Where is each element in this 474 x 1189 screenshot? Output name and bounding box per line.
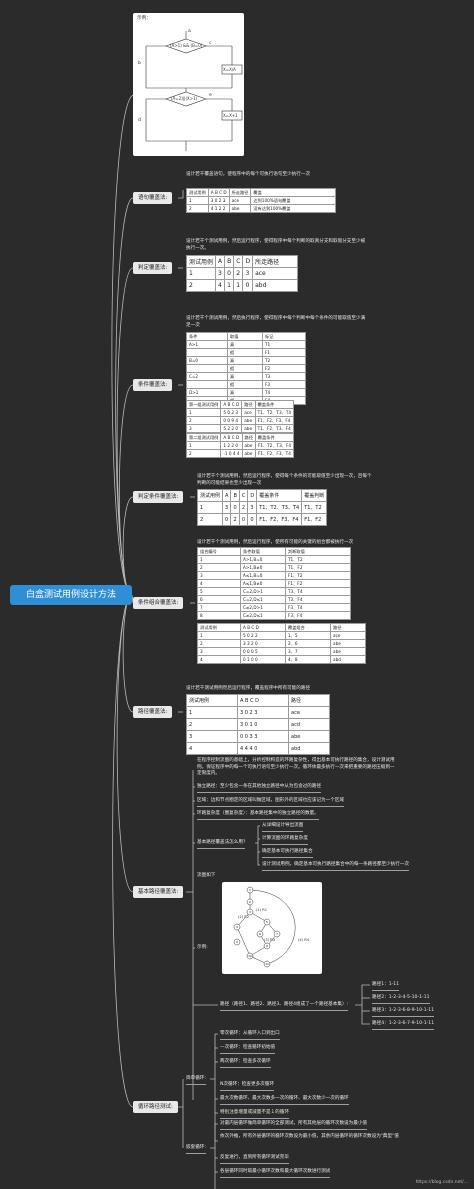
- basis-step-2: 计算流图的环路复杂度: [262, 836, 308, 845]
- example-flowchart-card: 示例： a (A>1) && (B=0) c b X=X/A (A=2)||(: [133, 13, 244, 156]
- watermark: https://blog.csdn.net/...: [415, 1180, 468, 1185]
- graph-node-label: 9: [236, 940, 238, 944]
- example-flowchart: [145, 31, 243, 151]
- flow-label-b: b: [138, 61, 141, 66]
- graph-node-label: 2: [249, 900, 251, 904]
- loop-simple-5: 特别注意增量或减量不是１的循环: [220, 1110, 289, 1119]
- branch-decision-condition-coverage[interactable]: 判定条件覆盖法:: [133, 491, 184, 503]
- example-label: 示例：: [137, 16, 151, 21]
- loop-simple-1: 一次循环：检查循环初始值: [220, 1045, 276, 1054]
- loop-nested-2: 反复进行，直到所有循环测试完毕: [220, 1155, 289, 1164]
- decision-condition-desc: 设计若干个测试用例，然后运行程序，使得每个条件的可能取值至少出现一次，且每个判断…: [197, 474, 372, 486]
- graph-node-label: 10: [248, 954, 252, 958]
- flow-act-1: X=X/A: [223, 67, 236, 72]
- flow-label-c: c: [209, 41, 212, 46]
- basis-item-region: 区域：边和节点圈定的区域叫做区域，图形外的区域也应该记为一个区域: [197, 798, 345, 807]
- graph-region-r2: (2) R2: [238, 915, 250, 919]
- flow-label-e: e: [209, 93, 212, 98]
- loop-simple-label: 简单循环:: [186, 1076, 206, 1085]
- paths-label: 路径（路径1、路径2、路径3、路径4组成了一个路径基本集）:: [220, 1002, 349, 1011]
- flow-label-a: a: [188, 29, 191, 34]
- graph-node-label: 11: [265, 962, 269, 966]
- flow-graph-card: 1 2 3 4 5 6 7 8 9 10 11 (1) R1 (2) R2 (3) R3 (4) R…: [222, 882, 322, 974]
- branch-condition-coverage[interactable]: 条件覆盖法:: [133, 379, 173, 391]
- graph-title: 流图如下: [197, 873, 216, 878]
- flow-graph: 1 2 3 4 5 6 7 8 9 10 11: [233, 886, 296, 968]
- branch-decision-coverage[interactable]: 判定覆盖法:: [133, 262, 173, 274]
- loop-nested-label: 嵌套循环:: [186, 1145, 206, 1154]
- branch-loop-path-testing[interactable]: 循环路径测试:: [133, 1101, 178, 1113]
- loop-simple-0: 零次循环：从循环入口到出口: [220, 1031, 280, 1040]
- loop-simple-4: 最大次数循环、最大次数多一次的循环、最大次数少一次的循环: [220, 1096, 349, 1105]
- loop-nested-1: 依次外推，所有外层循环的循环次数设为最小值，其余内层循环的循环次数设为"典型"值: [220, 1134, 399, 1139]
- basis-step-4: 设计测试用例，确定基本可执行路径集合中的每一条路径都至少执行一次: [262, 862, 410, 871]
- flow-act-2: X=X+1: [223, 113, 238, 118]
- statement-desc: 设计若干覆盖语句，使程序中的每个可执行语句至少执行一次: [186, 172, 311, 177]
- loop-simple-2: 两次循环：检查多次循环: [220, 1059, 271, 1068]
- path-3: 路径3：1-2-3-6-8-9-10-1-11: [372, 1008, 435, 1017]
- graph-region-r4: (4) R4: [298, 938, 310, 942]
- graph-node-label: 7: [276, 932, 278, 936]
- path-1: 路径1：1-11: [372, 982, 400, 991]
- branch-path-coverage[interactable]: 路径覆盖法:: [133, 706, 173, 718]
- basis-step-3: 确定基本可执行路径集合: [262, 849, 313, 858]
- graph-node-label: 3: [249, 910, 251, 914]
- loop-simple-3: N次循环：检查更多次循环: [220, 1082, 274, 1091]
- branch-basis-path-coverage[interactable]: 基本路径覆盖法:: [133, 886, 184, 898]
- graph-node-label: 5: [266, 920, 268, 924]
- graph-node-label: 8: [266, 944, 268, 948]
- condition-desc: 设计若干个测试用例，然后执行程序，使得程序中每个判断中每个条件的可能取值至少满足…: [186, 316, 366, 328]
- basis-step-1: 从详细设计导出流图: [262, 823, 304, 832]
- loop-nested-0: 对最内层循环做简单循环的全部测试，所有其他层的循环次数设为最小值: [220, 1121, 368, 1130]
- basis-item-complexity: 环路复杂度（圈复杂度）：基本路径集中的独立路径的数量。: [197, 811, 319, 820]
- basis-path-desc: 在程序控制流图的基础上，分析控制构造的环路复杂性，得出基本可执行路径的集合，设计…: [197, 758, 395, 777]
- graph-region-r3: (3) R3: [264, 938, 276, 942]
- multiple-condition-desc: 设计若干个测试用例，然后运行程序，使所有可能的关键的组合都被执行一次: [197, 540, 354, 545]
- basis-example-label: 示例:: [197, 945, 208, 950]
- basis-item-independent-path: 独立路径：至少包含一条在其他独立路径中从为包含过的路径: [197, 784, 322, 793]
- path-2: 路径2：1-2-3-4-5-10-1-11: [372, 995, 430, 1004]
- flow-label-d: d: [138, 118, 141, 123]
- graph-node-label: 4: [236, 925, 238, 929]
- graph-node-label: 1: [249, 888, 251, 892]
- branch-multiple-condition-coverage[interactable]: 条件组合覆盖法:: [133, 597, 184, 609]
- basis-steps-label: 基本路径覆盖法怎么用?: [197, 840, 246, 849]
- path-desc: 设计若干测试用例然后运行程序，覆盖程序中所有可能的路径: [186, 686, 311, 691]
- flow-cond-2: (A=2)||(X>1): [171, 96, 198, 101]
- branch-statement-coverage[interactable]: 语句覆盖法:: [133, 192, 173, 204]
- flow-cond-1: (A>1) && (B=0): [170, 43, 203, 48]
- graph-region-r1: (1) R1: [256, 908, 268, 912]
- graph-node-label: 6: [259, 932, 261, 936]
- path-4: 路径4：1-2-3-6-7-9-10-1-11: [372, 1021, 435, 1030]
- root-node[interactable]: 白盒测试用例设计方法: [10, 585, 132, 605]
- decision-desc: 设计若干个测试用例，然后运行程序，使得程序中每个判断的取真分支和取假分支至少被执…: [186, 239, 366, 251]
- loop-nested-3: 各层循环同时取最小循环次数和最大循环次数进行测试: [220, 1169, 331, 1178]
